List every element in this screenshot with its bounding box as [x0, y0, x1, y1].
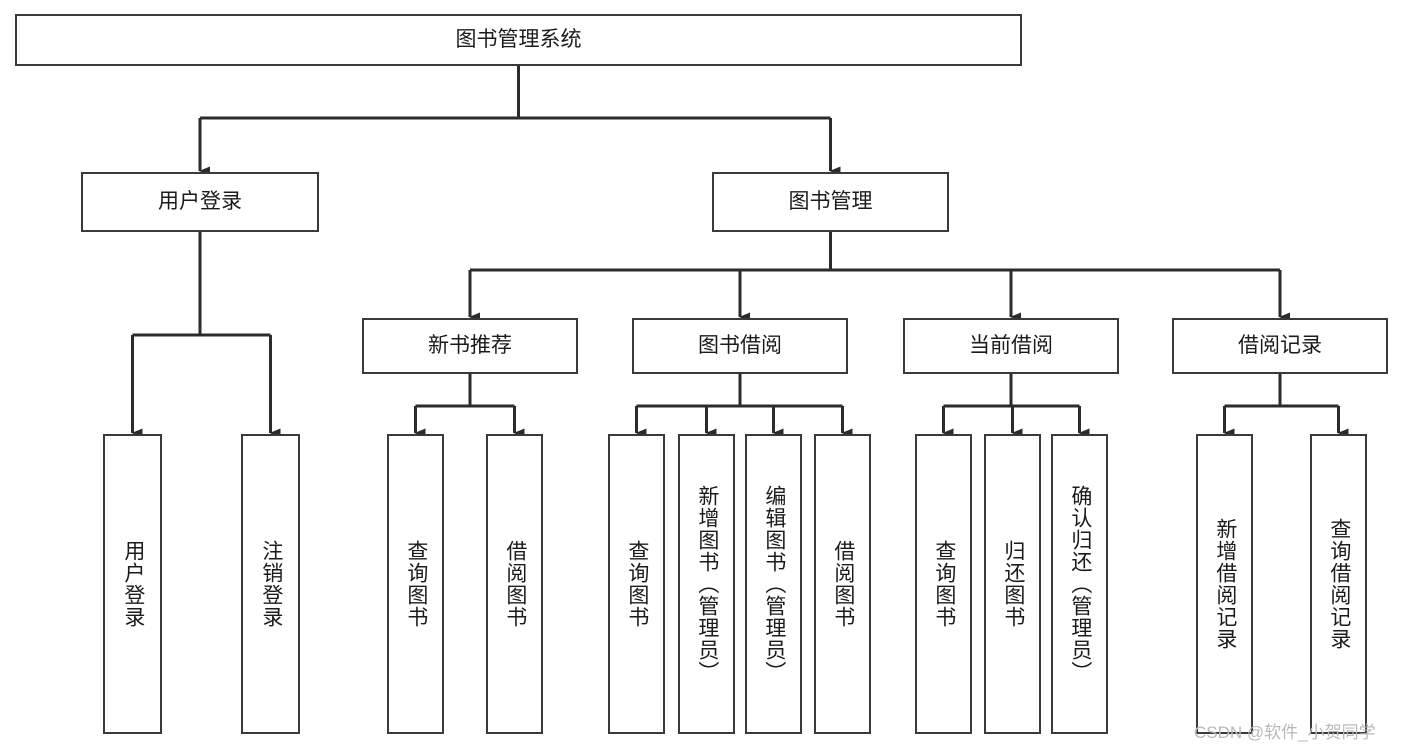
node-leaf-return-book: 归还图书	[984, 434, 1041, 734]
node-leaf-add-record: 新增借阅记录	[1196, 434, 1253, 734]
node-label: 图书管理	[788, 190, 873, 214]
node-label: 用户登录	[121, 540, 145, 628]
node-leaf-borrow-book-1: 借阅图书	[486, 434, 543, 734]
node-current-borrow: 当前借阅	[903, 318, 1119, 374]
node-book-borrow: 图书借阅	[632, 318, 848, 374]
node-label: 查询图书	[404, 540, 428, 628]
node-leaf-query-record: 查询借阅记录	[1310, 434, 1367, 734]
node-leaf-query-book-3: 查询图书	[915, 434, 972, 734]
node-leaf-borrow-book-2: 借阅图书	[814, 434, 871, 734]
node-root: 图书管理系统	[15, 14, 1022, 66]
node-leaf-confirm-return: 确认归还（管理员）	[1051, 434, 1108, 734]
watermark-label: CSDN @软件_小贺同学	[1194, 723, 1376, 742]
node-label: 当前借阅	[969, 334, 1053, 358]
node-label: 确认归还（管理员）	[1068, 485, 1092, 683]
node-label: 查询图书	[625, 540, 649, 628]
node-leaf-edit-book: 编辑图书（管理员）	[745, 434, 802, 734]
node-label: 查询图书	[932, 540, 956, 628]
node-user-login: 用户登录	[81, 172, 319, 232]
node-label: 图书借阅	[698, 334, 782, 358]
node-label: 图书管理系统	[455, 28, 582, 52]
node-new-book-rec: 新书推荐	[362, 318, 578, 374]
node-leaf-query-book-2: 查询图书	[608, 434, 665, 734]
node-label: 借阅图书	[503, 540, 527, 628]
node-label: 归还图书	[1001, 540, 1025, 628]
node-leaf-add-book: 新增图书（管理员）	[678, 434, 735, 734]
node-label: 借阅记录	[1238, 334, 1322, 358]
node-label: 新书推荐	[428, 334, 512, 358]
node-label: 注销登录	[259, 540, 283, 628]
node-leaf-user-login: 用户登录	[103, 434, 162, 734]
node-label: 新增借阅记录	[1213, 518, 1237, 650]
node-label: 新增图书（管理员）	[695, 485, 719, 683]
node-borrow-record: 借阅记录	[1172, 318, 1388, 374]
node-leaf-query-book-1: 查询图书	[387, 434, 444, 734]
node-book-manage: 图书管理	[712, 172, 949, 232]
node-label: 借阅图书	[831, 540, 855, 628]
node-leaf-logout: 注销登录	[241, 434, 300, 734]
edge-group	[131, 66, 1349, 438]
node-label: 编辑图书（管理员）	[762, 485, 786, 683]
node-label: 查询借阅记录	[1327, 518, 1351, 650]
node-label: 用户登录	[158, 190, 242, 214]
